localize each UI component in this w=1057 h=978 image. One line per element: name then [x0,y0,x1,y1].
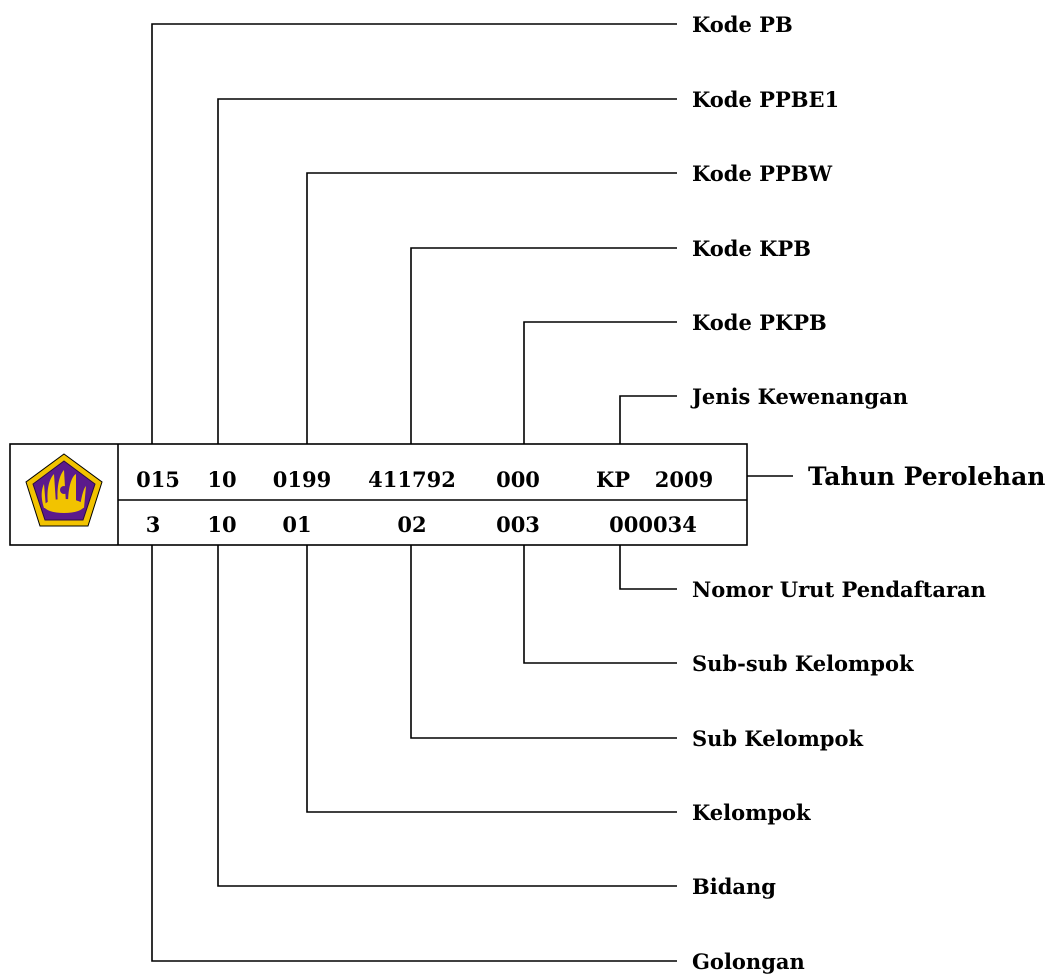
connector-kelompok [306,545,677,813]
label-golongan: Golongan [692,949,805,974]
code-bot-subkel: 02 [397,512,426,537]
code-top-kpb: 411792 [368,467,456,492]
label-kelompok: Kelompok [692,800,811,825]
connector-kode-kpb [410,247,677,444]
connector-kode-ppbe1 [217,98,677,444]
connector-subsub [523,545,677,664]
code-top-jenis: KP [596,467,630,492]
label-jenis-kewenangan: Jenis Kewenangan [690,384,908,409]
code-top-ppbw: 0199 [273,467,331,492]
label-kode-ppbe1: Kode PPBE1 [692,87,839,112]
connector-nomor-urut [619,545,677,590]
code-bot-nomor: 000034 [609,512,697,537]
label-kode-ppbw: Kode PPBW [692,161,832,186]
connector-kode-ppbw [306,172,677,444]
connector-kode-pb [151,23,677,444]
label-kode-kpb: Kode KPB [692,236,811,261]
code-bot-subsub: 003 [496,512,540,537]
emblem-icon [25,453,103,527]
code-box [9,443,748,546]
label-tahun-perolehan: Tahun Perolehan [808,462,1045,491]
label-kode-pkpb: Kode PKPB [692,310,827,335]
label-subsub: Sub-sub Kelompok [692,651,914,676]
connector-jenis [619,395,677,444]
connector-subkel [410,545,677,739]
code-top-pkpb: 000 [496,467,540,492]
label-subkel: Sub Kelompok [692,726,863,751]
connector-bidang [217,545,677,887]
label-nomor-urut: Nomor Urut Pendaftaran [692,577,986,602]
code-top-ppbe1: 10 [207,467,236,492]
code-top-tahun: 2009 [655,467,713,492]
label-kode-pb: Kode PB [692,12,793,37]
connector-golongan [151,545,677,962]
code-bot-bidang: 10 [207,512,236,537]
code-top-pb: 015 [136,467,180,492]
label-bidang: Bidang [692,874,776,899]
connector-kode-pkpb [523,321,677,444]
code-bot-kelompok: 01 [282,512,311,537]
code-bot-golongan: 3 [146,512,161,537]
